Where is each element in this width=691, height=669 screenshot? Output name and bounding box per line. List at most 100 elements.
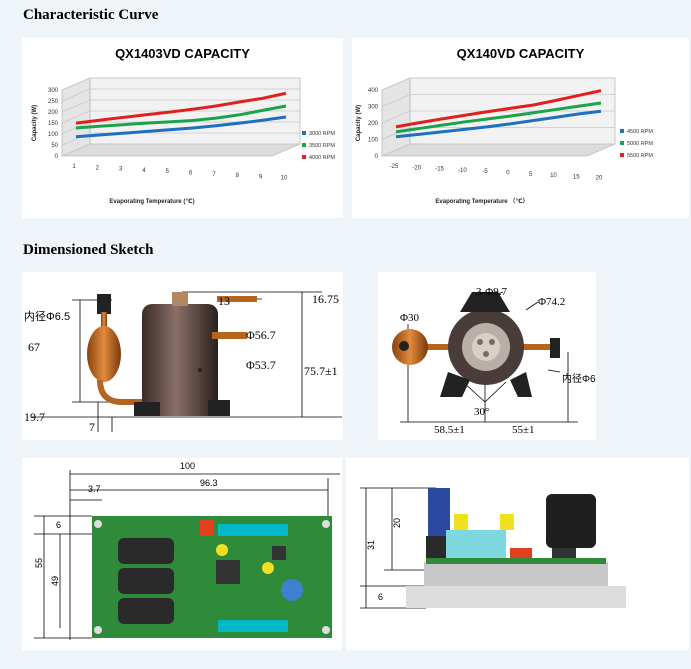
x-tick-label: 5: [166, 169, 170, 175]
x-tick-label: 10: [281, 176, 288, 182]
y-tick-label: 0: [375, 154, 379, 160]
dim-3-7: 3.7: [88, 484, 101, 494]
inner-diameter-label: 内径Φ6.5: [24, 311, 71, 323]
x-tick-label: -10: [458, 168, 467, 174]
pcb-side-drawing: [360, 487, 626, 609]
accumulator-top: [392, 329, 428, 365]
compressor-top-drawing: [392, 291, 578, 423]
dim-58-5: 58.5±1: [434, 424, 465, 436]
legend-swatch: [620, 153, 624, 157]
y-tick-label: 250: [48, 99, 59, 105]
y-tick-label: 400: [368, 88, 379, 94]
capacity-chart-1: 0 50 100 150 200 250 300 1 2 3 4 5 6 7 8 9 10 3000 RPM 350…: [32, 77, 335, 205]
x-tick-label: 3: [119, 167, 123, 173]
y-tick-label: 100: [48, 132, 59, 138]
pcb-top-sketch: 100 96.3 3.7 6 55 49: [22, 458, 342, 650]
series-line: [395, 89, 602, 129]
dim-6: 6: [378, 592, 384, 602]
dim-19-7: 19.7: [24, 410, 45, 424]
legend-swatch: [302, 131, 306, 135]
chart-panel-1: QX1403VD CAPACITY 0 50 100 150 200 250 300 1 2 3 4…: [22, 38, 343, 218]
compressor-side-drawing: [32, 291, 342, 432]
legend-swatch: [302, 143, 306, 147]
y-tick-label: 200: [368, 121, 379, 127]
pcb-side-sketch: 20 31 6: [346, 458, 689, 650]
dim-30: Φ30: [400, 312, 420, 324]
inductor: [546, 494, 596, 548]
dim-55: 55±1: [512, 424, 535, 436]
compressor-top-sketch: 3-Φ9.7 Φ74.2 Φ30 内径Φ6 30° 58.5±1 55±1: [378, 272, 596, 440]
compressor-body: [142, 304, 218, 416]
x-tick-label: 15: [573, 174, 580, 180]
heatsink-base: [406, 586, 626, 608]
x-tick-label: -25: [390, 164, 399, 170]
x-tick-label: 2: [96, 165, 100, 171]
legend-label: 4000 RPM: [309, 155, 335, 161]
dim-49: 49: [50, 575, 61, 587]
dim-55: 55: [34, 557, 45, 569]
chart-title: QX140VD CAPACITY: [456, 46, 585, 61]
x-tick-label: 7: [212, 172, 216, 178]
dim-56-7: Φ56.7: [246, 328, 276, 342]
dim-16-75: 16.75: [312, 292, 339, 306]
dim-74-2: Φ74.2: [538, 296, 566, 308]
y-tick-label: 50: [51, 143, 58, 149]
dim-7: 7: [89, 420, 95, 434]
x-tick-label: -20: [412, 165, 421, 171]
legend-label: 5000 RPM: [627, 141, 653, 147]
x-tick-label: 10: [550, 173, 557, 179]
dim-75-7: 75.7±1: [304, 364, 338, 378]
legend-swatch: [620, 129, 624, 133]
dim-31: 31: [366, 539, 377, 551]
y-tick-label: 200: [48, 110, 59, 116]
inner-diameter-6: 内径Φ6: [562, 374, 596, 385]
dim-53-7: Φ53.7: [246, 358, 276, 372]
dim-holes: 3-Φ9.7: [476, 286, 507, 298]
y-axis-label: Capacity (W): [32, 105, 38, 141]
legend-swatch: [302, 155, 306, 159]
x-tick-label: -15: [435, 167, 444, 173]
x-tick-label: 6: [189, 171, 193, 177]
x-tick-label: 9: [259, 174, 263, 180]
dim-13: 13: [218, 294, 230, 308]
x-tick-label: 1: [72, 164, 76, 170]
sketch-section-title: Dimensioned Sketch: [23, 242, 154, 258]
dim-96-3: 96.3: [200, 478, 218, 488]
legend-label: 5500 RPM: [627, 153, 653, 159]
x-tick-label: 20: [596, 176, 603, 182]
series-line: [395, 109, 602, 139]
dim-67: 67: [28, 340, 40, 354]
legend-label: 4500 RPM: [627, 129, 653, 135]
series-line: [395, 101, 602, 134]
y-tick-label: 300: [368, 105, 379, 111]
series-line: [75, 104, 287, 130]
angle-30: 30°: [474, 406, 490, 418]
x-tick-label: 5: [529, 172, 533, 178]
x-tick-label: 8: [236, 173, 240, 179]
y-tick-label: 150: [48, 121, 59, 127]
compressor-side-sketch: 内径Φ6.5 67 19.7 7 13 16.75 Φ56.7 Φ53.7 75…: [22, 272, 343, 440]
legend-label: 3500 RPM: [309, 143, 335, 149]
pcb-top-drawing: [34, 470, 340, 640]
chart-title: QX1403VD CAPACITY: [115, 46, 250, 61]
series-line: [75, 91, 287, 125]
series-line: [75, 115, 287, 139]
x-axis-label: Evaporating Temperature (℃): [109, 198, 194, 205]
capacitor: [428, 488, 450, 538]
x-tick-label: 0: [506, 171, 510, 177]
x-axis-label: Evaporating Temperature （℃）: [435, 197, 528, 205]
accumulator: [87, 326, 121, 382]
y-tick-label: 0: [55, 154, 59, 160]
y-tick-label: 300: [48, 88, 59, 94]
curve-section-title: Characteristic Curve: [23, 7, 159, 23]
legend-label: 3000 RPM: [309, 131, 335, 137]
dim-6: 6: [56, 520, 62, 530]
y-axis-label: Capacity (W): [356, 105, 362, 141]
inlet-cap: [97, 294, 111, 314]
dim-100: 100: [180, 461, 196, 471]
legend-swatch: [620, 141, 624, 145]
x-tick-label: -5: [482, 169, 488, 175]
x-tick-label: 4: [142, 168, 146, 174]
